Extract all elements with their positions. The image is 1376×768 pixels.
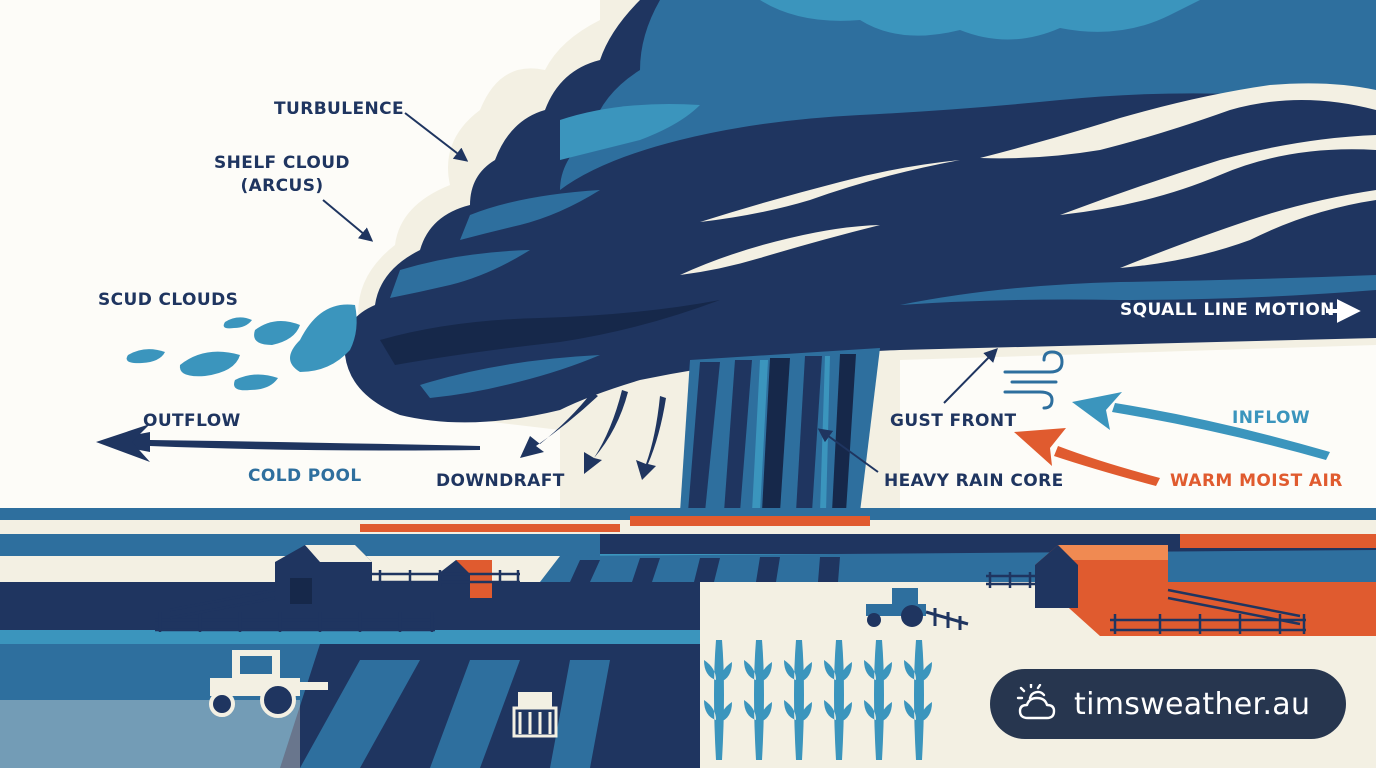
inflow-arrow — [1072, 392, 1330, 460]
label-gust-front: GUST FRONT — [890, 411, 1017, 431]
label-outflow: OUTFLOW — [143, 411, 241, 431]
label-scud-clouds: SCUD CLOUDS — [98, 290, 239, 310]
label-shelf-cloud: SHELF CLOUD — [214, 153, 350, 173]
fences — [155, 570, 1306, 634]
brand-site[interactable]: timsweather.au — [1074, 686, 1311, 722]
tractor-right — [866, 588, 969, 630]
label-cold-pool: COLD POOL — [248, 466, 362, 486]
label-squall-line-motion: SQUALL LINE MOTION — [1120, 300, 1335, 320]
label-inflow: INFLOW — [1232, 408, 1310, 428]
crop-rows — [704, 640, 932, 760]
warm-moist-air-arrow — [1014, 428, 1160, 486]
scud-clouds — [126, 304, 357, 391]
label-heavy-rain-core: HEAVY RAIN CORE — [884, 471, 1064, 491]
label-downdraft: DOWNDRAFT — [436, 471, 565, 491]
sun-cloud-icon — [1016, 684, 1056, 720]
label-arcus: (ARCUS) — [240, 176, 324, 196]
leader-lines — [322, 112, 998, 473]
downdraft-arrows — [520, 390, 666, 480]
rain-core — [680, 348, 880, 512]
label-warm-moist-air: WARM MOIST AIR — [1170, 471, 1343, 491]
seeder — [512, 692, 558, 738]
tractor-left — [209, 650, 328, 718]
outflow-arrow — [96, 424, 480, 462]
barn-small — [438, 560, 492, 598]
shelf-cloud — [344, 0, 1376, 423]
label-turbulence: TURBULENCE — [274, 99, 405, 119]
brand-badge: timsweather.au — [990, 669, 1346, 739]
wind-gust-icon — [1003, 350, 1064, 410]
barn-left — [275, 545, 372, 604]
barn-right — [1035, 545, 1168, 608]
